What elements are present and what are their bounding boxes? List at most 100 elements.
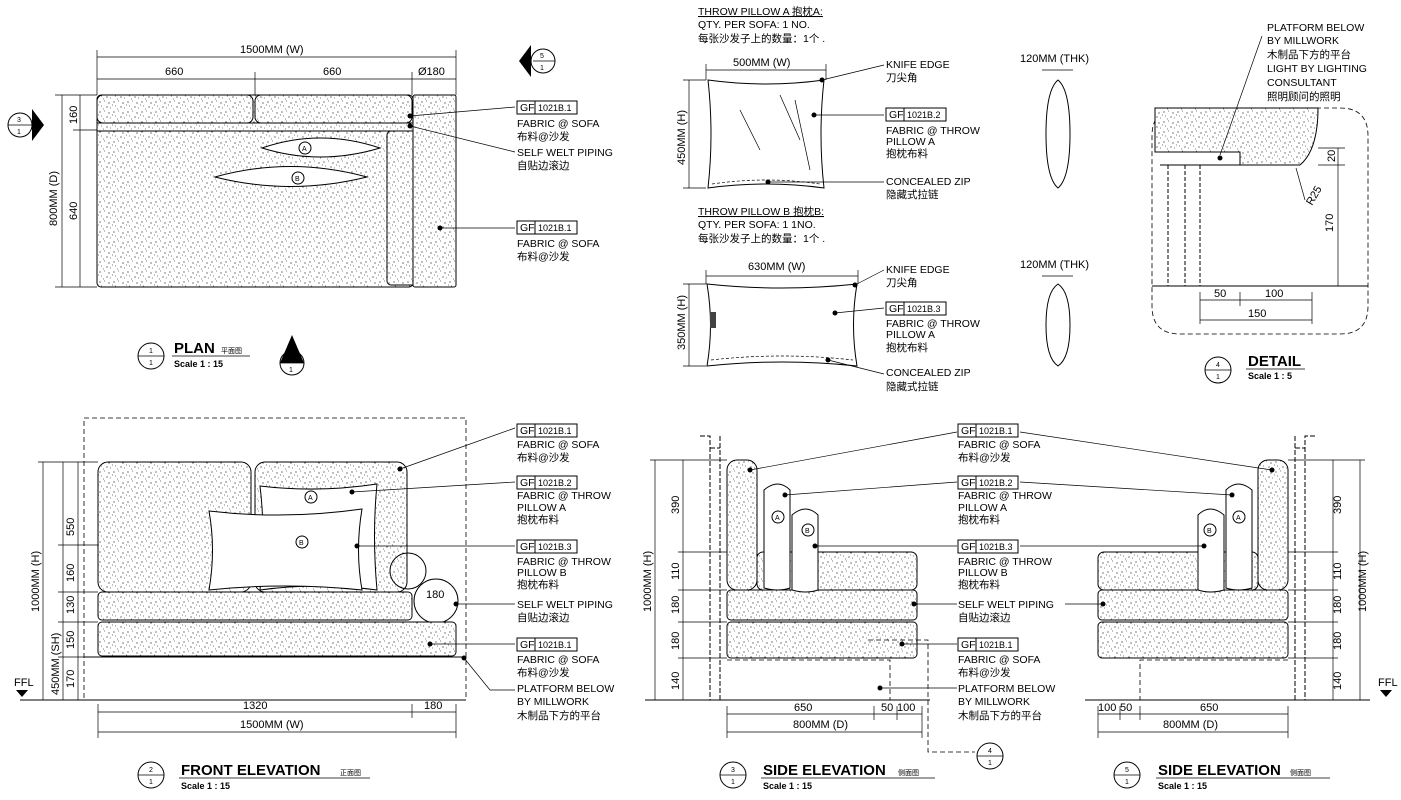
detail-num: 4 — [1216, 362, 1220, 369]
plan-fabric-sofa-cn: 布料@沙发 — [517, 130, 570, 143]
plan-section-2: 2 — [289, 355, 293, 362]
side-throw-b-1: FABRIC @ THROW — [958, 556, 1052, 568]
pillow-a-tag-code: 1021B.2 — [907, 110, 941, 120]
front-welt: SELF WELT PIPING — [517, 599, 613, 611]
front-fabric-sofa2: FABRIC @ SOFA — [517, 654, 599, 666]
side5-dim-1000: 1000MM (H) — [1357, 551, 1369, 612]
front-fabric-sofa: FABRIC @ SOFA — [517, 439, 599, 451]
side5-scale: Scale 1 : 15 — [1158, 781, 1207, 791]
plan-welt-cn: 自贴边滚边 — [517, 159, 570, 172]
side-fabric-sofa2: FABRIC @ SOFA — [958, 654, 1040, 666]
plan-tag2-gf: GF — [520, 222, 535, 234]
front-fabric-sofa-cn: 布料@沙发 — [517, 451, 570, 464]
pillow-a-fabric-1: FABRIC @ THROW — [886, 125, 980, 137]
front-dim-1500: 1500MM (W) — [240, 719, 304, 731]
front-tag3-gf: GF — [520, 541, 535, 553]
detail-note-2: BY MILLWORK — [1267, 35, 1339, 47]
detail-note-4: LIGHT BY LIGHTING — [1267, 63, 1367, 75]
side-platform-1: PLATFORM BELOW — [958, 683, 1055, 695]
pillow-b-tag-gf: GF — [889, 303, 904, 315]
side-elevation-3: A B 1000MM (H) 390 110 180 180 140 650 5… — [642, 431, 1004, 791]
front-welt-cn: 自贴边滚边 — [517, 611, 570, 624]
pillow-a-zip-cn: 隐藏式拉链 — [886, 188, 939, 201]
side-tag3-gf: GF — [961, 541, 976, 553]
pillow-b-knife-cn: 刀尖角 — [886, 276, 918, 289]
pillow-a-tag-gf: GF — [889, 109, 904, 121]
plan-tag-gf: GF — [520, 102, 535, 114]
plan-section-3-sub: 1 — [17, 129, 21, 136]
front-title-num: 2 — [149, 767, 153, 774]
side5-dim-110: 110 — [1332, 562, 1344, 580]
detail-dim-170: 170 — [1324, 214, 1336, 232]
detail-dim-20: 20 — [1326, 150, 1338, 162]
pillow-b-knife: KNIFE EDGE — [886, 264, 950, 276]
front-tag4-code: 1021B.1 — [538, 640, 572, 650]
front-dim-160: 160 — [65, 564, 77, 582]
front-ffl: FFL — [14, 677, 34, 689]
front-dim-180: 180 — [424, 700, 442, 712]
pillow-a-thk: 120MM (THK) — [1020, 53, 1089, 65]
pillow-b-qty: QTY. PER SOFA: 1 1NO. — [698, 219, 816, 231]
side-fabric-sofa-cn: 布料@沙发 — [958, 451, 1011, 464]
side5-dim-650: 650 — [1200, 702, 1218, 714]
front-throw-b-1: FABRIC @ THROW — [517, 556, 611, 568]
side3-dim-390: 390 — [670, 496, 682, 514]
side3-pillow-b: B — [805, 528, 810, 535]
front-pillow-b: B — [299, 540, 304, 547]
pillow-a-width: 500MM (W) — [733, 57, 790, 69]
side3-dim-100: 100 — [897, 702, 915, 714]
detail-note-1: PLATFORM BELOW — [1267, 22, 1364, 34]
pillow-b-tag-code: 1021B.3 — [907, 304, 941, 314]
side3-pillow-a: A — [775, 515, 780, 522]
side3-dim-50: 50 — [881, 702, 893, 714]
pillow-b-zip: CONCEALED ZIP — [886, 367, 971, 379]
detail-title: DETAIL — [1248, 353, 1301, 370]
plan-view: 1500MM (W) 660 660 Ø180 800MM (D) 160 64… — [7, 44, 613, 376]
side-throw-a-1: FABRIC @ THROW — [958, 490, 1052, 502]
front-elevation: A B 180 1000MM (H) 450MM (SH) 550 160 13… — [14, 417, 614, 791]
side5-dim-800: 800MM (D) — [1163, 719, 1218, 731]
front-tag3-code: 1021B.3 — [538, 542, 572, 552]
front-title: FRONT ELEVATION — [181, 762, 320, 779]
side-throw-b-2: PILLOW B — [958, 567, 1008, 579]
side5-dim-100: 100 — [1098, 702, 1116, 714]
detail-dim-150: 150 — [1248, 308, 1266, 320]
front-throw-a-2: PILLOW A — [517, 502, 566, 514]
plan-pillow-b-label: B — [295, 176, 300, 183]
side3-dim-650: 650 — [794, 702, 812, 714]
pillow-b-qty-cn: 每张沙发子上的数量：1个 . — [698, 232, 825, 245]
pillow-a-qty: QTY. PER SOFA: 1 NO. — [698, 19, 810, 31]
detail-dim-r25: R25 — [1304, 184, 1324, 207]
front-dim-170: 170 — [65, 670, 77, 688]
side5-pillow-a: A — [1236, 515, 1241, 522]
pillow-a-height: 450MM (H) — [676, 110, 688, 165]
plan-scale: Scale 1 : 15 — [174, 359, 223, 369]
plan-fabric-sofa: FABRIC @ SOFA — [517, 118, 599, 130]
side-tag2-code: 1021B.2 — [979, 478, 1013, 488]
side3-dim-800: 800MM (D) — [793, 719, 848, 731]
side3-scale: Scale 1 : 15 — [763, 781, 812, 791]
plan-welt: SELF WELT PIPING — [517, 147, 613, 159]
front-dim-180-circle: 180 — [426, 589, 444, 601]
side5-pillow-b: B — [1207, 528, 1212, 535]
plan-dim-width: 1500MM (W) — [240, 44, 304, 56]
plan-fabric2-cn: 布料@沙发 — [517, 250, 570, 263]
pillow-b-thk: 120MM (THK) — [1020, 259, 1089, 271]
detail-dim-50: 50 — [1214, 288, 1226, 300]
plan-section-5-sub: 1 — [540, 65, 544, 72]
front-dim-450: 450MM (SH) — [50, 633, 62, 695]
front-platform-1: PLATFORM BELOW — [517, 683, 614, 695]
side-throw-a-2: PILLOW A — [958, 502, 1007, 514]
pillow-b-fabric-cn: 抱枕布料 — [886, 341, 928, 354]
plan-tag-code: 1021B.1 — [538, 103, 572, 113]
plan-section-2-sub: 1 — [289, 367, 293, 374]
pillow-b-zip-cn: 隐藏式拉链 — [886, 380, 939, 393]
pillow-b-fabric-1: FABRIC @ THROW — [886, 318, 980, 330]
detail-note-5: CONSULTANT — [1267, 77, 1337, 89]
pillow-b-heading: THROW PILLOW B 抱枕B: — [698, 205, 824, 218]
side3-title-sub: 1 — [731, 779, 735, 786]
side-tag3-code: 1021B.3 — [979, 542, 1013, 552]
pillow-a-knife-cn: 刀尖角 — [886, 71, 918, 84]
plan-title-cn: 平面图 — [221, 347, 242, 355]
